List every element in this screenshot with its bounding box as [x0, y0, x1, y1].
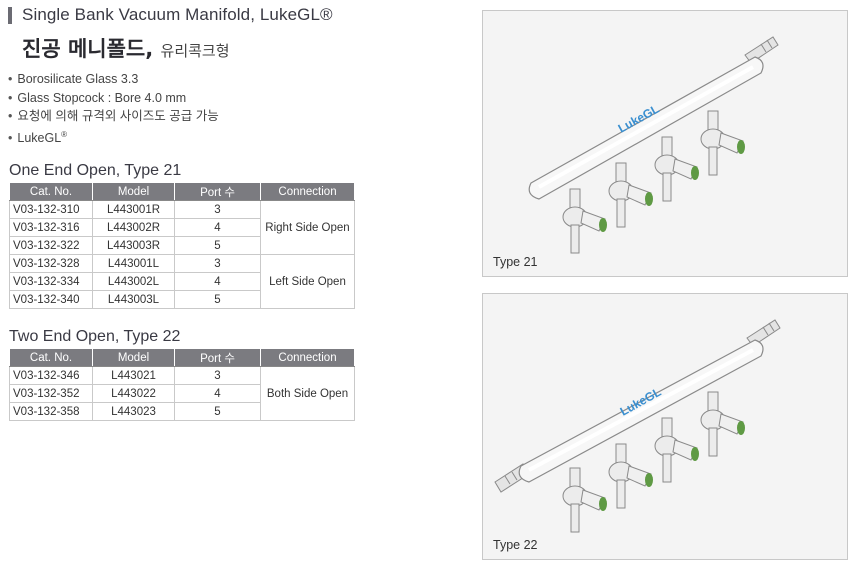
- col-model: Model: [92, 348, 175, 367]
- stopcock: [608, 162, 653, 228]
- col-port: Port 수: [174, 348, 261, 367]
- stopcock: [654, 417, 699, 483]
- feature-list: Borosilicate Glass 3.3 Glass Stopcock : …: [8, 70, 219, 145]
- manifold-tube: [528, 56, 764, 200]
- manifold-illustration: LukeGL: [528, 36, 779, 254]
- connection-cell: Right Side Open: [260, 200, 355, 255]
- type21-title: One End Open, Type 21: [9, 162, 182, 179]
- feature-item: Glass Stopcock : Bore 4.0 mm: [8, 89, 219, 108]
- title-ko-sub: 유리콕크형: [160, 42, 230, 60]
- stopcock: [562, 188, 607, 254]
- stopcock-ports: [562, 391, 745, 533]
- title-accent-bar: [8, 7, 12, 24]
- manifold-tube: [518, 339, 764, 483]
- col-port: Port 수: [174, 182, 261, 201]
- connection-cell: Left Side Open: [260, 254, 355, 309]
- feature-item: LukeGL®: [8, 126, 219, 145]
- col-cat-no: Cat. No.: [9, 348, 93, 367]
- page-title-ko: 진공 메니폴드, 유리콕크형: [22, 33, 230, 63]
- feature-item: 요청에 의해 규격외 사이즈도 공급 가능: [8, 107, 218, 126]
- col-connection: Connection: [260, 182, 355, 201]
- stopcock-ports: [562, 110, 745, 254]
- page-title-en: Single Bank Vacuum Manifold, LukeGL®: [22, 5, 333, 24]
- type21-table: Cat. No. Model Port 수 Connection V03-132…: [9, 182, 355, 309]
- col-connection: Connection: [260, 348, 355, 367]
- table-header-row: Cat. No. Model Port 수 Connection: [9, 348, 355, 367]
- stopcock: [700, 391, 745, 457]
- title-ko-main: 진공 메니폴드,: [22, 37, 154, 61]
- type22-caption: Type 22: [493, 538, 538, 552]
- col-model: Model: [92, 182, 175, 201]
- type22-title: Two End Open, Type 22: [9, 328, 181, 345]
- table-header-row: Cat. No. Model Port 수 Connection: [9, 182, 355, 201]
- feature-item: Borosilicate Glass 3.3: [8, 70, 219, 89]
- stopcock: [654, 136, 699, 202]
- type21-image-panel: LukeGL Type 21: [482, 10, 848, 277]
- col-cat-no: Cat. No.: [9, 182, 93, 201]
- manifold-illustration: LukeGL: [494, 319, 781, 533]
- stopcock: [608, 443, 653, 509]
- stopcock: [700, 110, 745, 176]
- connection-cell: Both Side Open: [260, 366, 355, 421]
- type22-table: Cat. No. Model Port 수 Connection V03-132…: [9, 348, 355, 421]
- stopcock: [562, 467, 607, 533]
- type22-image-panel: LukeGL Type 22: [482, 293, 848, 560]
- type21-caption: Type 21: [493, 255, 538, 269]
- registered-mark: ®: [61, 129, 68, 139]
- end-nozzle-right: [744, 36, 779, 64]
